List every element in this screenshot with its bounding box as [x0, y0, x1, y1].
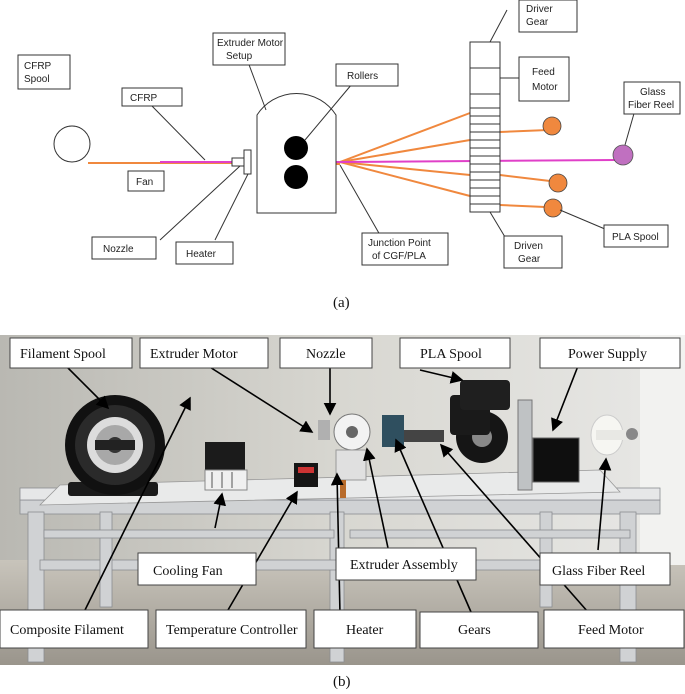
heater-box [175, 241, 234, 265]
label-heater: Heater [186, 249, 217, 260]
caption-a: (a) [333, 295, 350, 311]
roller-bottom [284, 165, 308, 189]
roller-top [284, 136, 308, 160]
cfrp-spool-circle [53, 125, 91, 163]
temperature-controller-photo [294, 463, 318, 487]
label-nozzle: Nozzle [103, 244, 134, 255]
pla-line-1 [339, 112, 471, 163]
cooling-fan-photo [204, 442, 248, 491]
cfrp-box [121, 87, 183, 107]
temperature-controller-box [155, 609, 307, 649]
photo-label-filament-spool: Filament Spool [20, 347, 106, 362]
photo-label-extruder-assembly: Extruder Assembly [350, 558, 458, 573]
photo-label-extruder-motor: Extruder Motor [150, 347, 238, 362]
photo-label-nozzle: Nozzle [306, 347, 346, 362]
glass-fiber-reel-circle [612, 144, 634, 166]
nozzle-box [91, 236, 157, 260]
pla-spool-photo-box [399, 337, 511, 369]
cooling-fan-box [137, 552, 257, 586]
feed-motor-box [518, 56, 570, 102]
filament-spool-box [9, 337, 133, 369]
photo-label-glass-fiber-reel: Glass Fiber Reel [552, 564, 645, 579]
photo-label-power-supply: Power Supply [568, 347, 647, 362]
gear-stack [469, 41, 501, 213]
cfrp-spool-box [17, 54, 71, 90]
pla-spool-box [603, 224, 669, 248]
pla-spool-1 [542, 116, 562, 136]
extruder-assembly-photo [318, 413, 371, 498]
photo-label-gears: Gears [458, 623, 491, 638]
photo-label-heater: Heater [346, 623, 384, 638]
extruder-motor-setup-box [212, 32, 286, 66]
photo-label-temperature-controller: Temperature Controller [166, 623, 298, 638]
power-supply-photo [532, 437, 580, 483]
label-pla-spool: PLA Spool [612, 232, 659, 243]
glass-fiber-reel-box [623, 81, 681, 115]
filament-lines [88, 112, 616, 208]
gears-feed-motor-photo [382, 380, 533, 491]
photo-label-cooling-fan: Cooling Fan [153, 564, 223, 579]
heater-shape [243, 149, 252, 175]
power-supply-box [539, 337, 681, 369]
glass-fiber-reel-photo-box [539, 552, 671, 586]
label-rollers: Rollers [347, 71, 378, 82]
pla-line-2 [339, 139, 471, 163]
composite-filament-box [0, 609, 149, 649]
photo-label-composite-filament: Composite Filament [10, 623, 124, 638]
nozzle-photo-box [279, 337, 373, 369]
pla-line-4 [339, 161, 471, 197]
filament-spool-photo [65, 395, 165, 496]
heater-photo-box [313, 609, 417, 649]
label-fan: Fan [136, 177, 153, 188]
extruder-assembly-box [335, 547, 477, 581]
pla-line-3 [339, 161, 471, 176]
nozzle-shape [231, 157, 245, 167]
photo-illustration: Filament Spool Extruder Motor Nozzle PLA… [0, 318, 685, 690]
gears-box [419, 611, 539, 649]
pla-spool-2 [548, 173, 568, 193]
photo-label-feed-motor: Feed Motor [578, 623, 644, 638]
glass-fiber-reel-photo [590, 414, 638, 456]
label-cfrp: CFRP [130, 93, 158, 104]
window-light [640, 335, 685, 565]
driver-gear-box [518, 0, 578, 33]
feed-motor-photo-box [543, 609, 685, 649]
driven-gear-box [503, 235, 563, 269]
caption-b: (b) [333, 674, 351, 690]
junction-point-box [361, 232, 449, 266]
fan-box [127, 170, 165, 192]
pla-spool-3 [543, 198, 563, 218]
rollers-box [335, 63, 399, 87]
leader-lines [149, 9, 636, 241]
extruder-motor-box [139, 337, 269, 369]
photo-label-pla-spool: PLA Spool [420, 347, 482, 362]
